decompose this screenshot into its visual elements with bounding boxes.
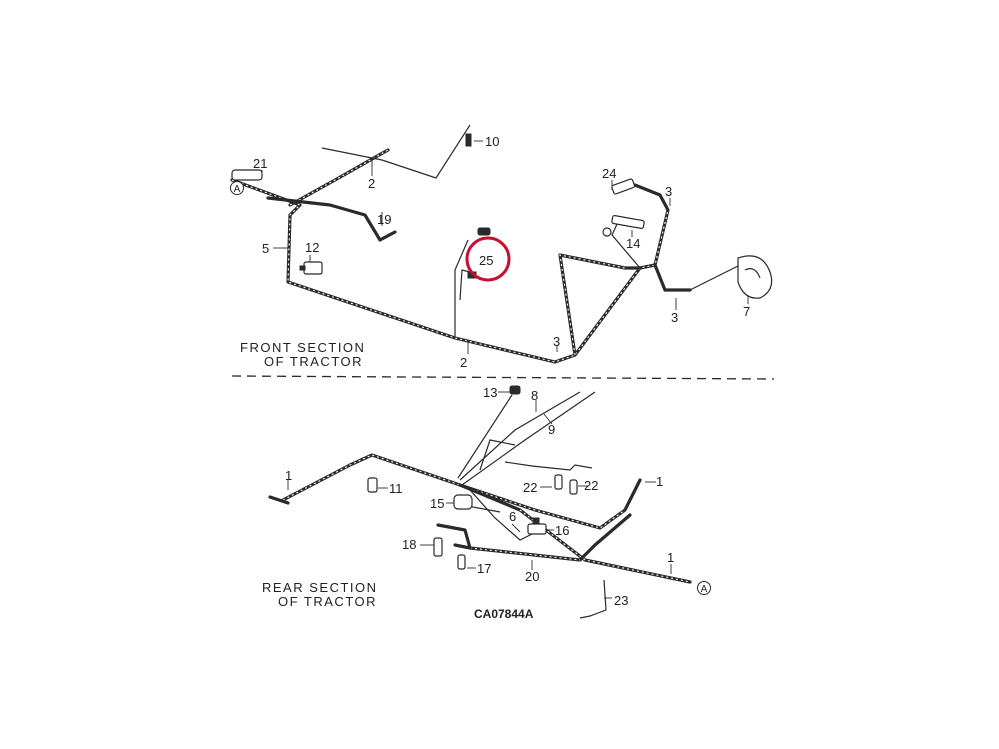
callout-6: 6 <box>509 509 516 524</box>
callout-11: 11 <box>389 481 403 496</box>
part-22-sensor-left <box>554 474 563 490</box>
callout-13: 13 <box>483 385 497 400</box>
branch-18 <box>436 523 472 550</box>
callout-10: 10 <box>485 134 499 149</box>
callout-22-right: 22 <box>584 478 598 493</box>
part-17-sender <box>457 554 466 570</box>
horn-lead <box>653 263 692 292</box>
front-main-harness <box>230 178 670 364</box>
callout-20: 20 <box>525 569 539 584</box>
rear-section: A <box>268 385 711 619</box>
callout-15: 15 <box>430 496 444 511</box>
wires-8-9 <box>459 391 581 481</box>
callout-12: 12 <box>305 240 319 255</box>
wire-25 <box>454 239 469 338</box>
branch-19 <box>266 196 397 242</box>
front-leaders <box>261 140 749 354</box>
callout-23: 23 <box>614 593 628 608</box>
callout-1-left: 1 <box>285 468 292 483</box>
front-section: A <box>230 124 773 364</box>
highlight-circle-25 <box>465 236 511 282</box>
rear-section-label-line2: OF TRACTOR <box>278 594 377 609</box>
front-section-label-line2: OF TRACTOR <box>264 354 363 369</box>
front-connector-a: A <box>230 181 244 195</box>
front-callouts: 10 2 21 19 5 12 25 24 3 14 3 7 2 3 <box>253 134 750 370</box>
branch-20 <box>453 513 632 562</box>
callout-1-upper-right: 1 <box>656 474 663 489</box>
rear-main-harness <box>281 453 642 530</box>
rear-lower-harness <box>458 483 692 584</box>
front-right-loop <box>558 253 642 357</box>
front-section-label-line1: FRONT SECTION <box>240 340 365 355</box>
part-21-connector <box>231 169 263 181</box>
part-12-relay <box>299 261 323 275</box>
callout-2-lower: 2 <box>460 355 467 370</box>
part-14-sender <box>602 214 645 237</box>
callout-14: 14 <box>626 236 640 251</box>
rear-connector-a: A <box>697 581 711 595</box>
part-24-sensor <box>611 178 636 195</box>
part-18-sender <box>433 537 443 557</box>
part-22-sensor-right <box>569 479 578 495</box>
callout-2-upper: 2 <box>368 176 375 191</box>
callout-17: 17 <box>477 561 491 576</box>
part-7-horn <box>737 255 773 299</box>
callout-25: 25 <box>479 253 493 268</box>
callout-7: 7 <box>743 304 750 319</box>
callout-18: 18 <box>402 537 416 552</box>
connector-a-label: A <box>234 184 241 195</box>
callout-16: 16 <box>555 523 569 538</box>
rear-connector-a-label: A <box>701 584 708 595</box>
rear-callouts: 13 8 9 1 11 22 22 1 15 6 16 18 17 20 1 2… <box>285 385 674 608</box>
part-16-switch <box>527 517 547 535</box>
callout-19: 19 <box>377 212 391 227</box>
drawing-code: CA07844A <box>474 607 534 621</box>
callout-5: 5 <box>262 241 269 256</box>
rear-leaders <box>287 391 672 599</box>
callout-22-left: 22 <box>523 480 537 495</box>
callout-3-upper-right: 3 <box>665 184 672 199</box>
callout-1-lower-right: 1 <box>667 550 674 565</box>
callout-24: 24 <box>602 166 616 181</box>
wire-2-upper <box>321 124 471 179</box>
callout-21: 21 <box>253 156 267 171</box>
callout-9: 9 <box>548 422 555 437</box>
part-10-bulb <box>465 133 472 147</box>
section-divider <box>231 375 775 380</box>
part-11-sender <box>367 477 378 493</box>
callout-3-lower-right: 3 <box>671 310 678 325</box>
part-13-switch <box>509 385 521 395</box>
part-15-solenoid <box>453 494 473 510</box>
rear-section-label-line1: REAR SECTION <box>262 580 378 595</box>
callout-8: 8 <box>531 388 538 403</box>
callout-3-center: 3 <box>553 334 560 349</box>
